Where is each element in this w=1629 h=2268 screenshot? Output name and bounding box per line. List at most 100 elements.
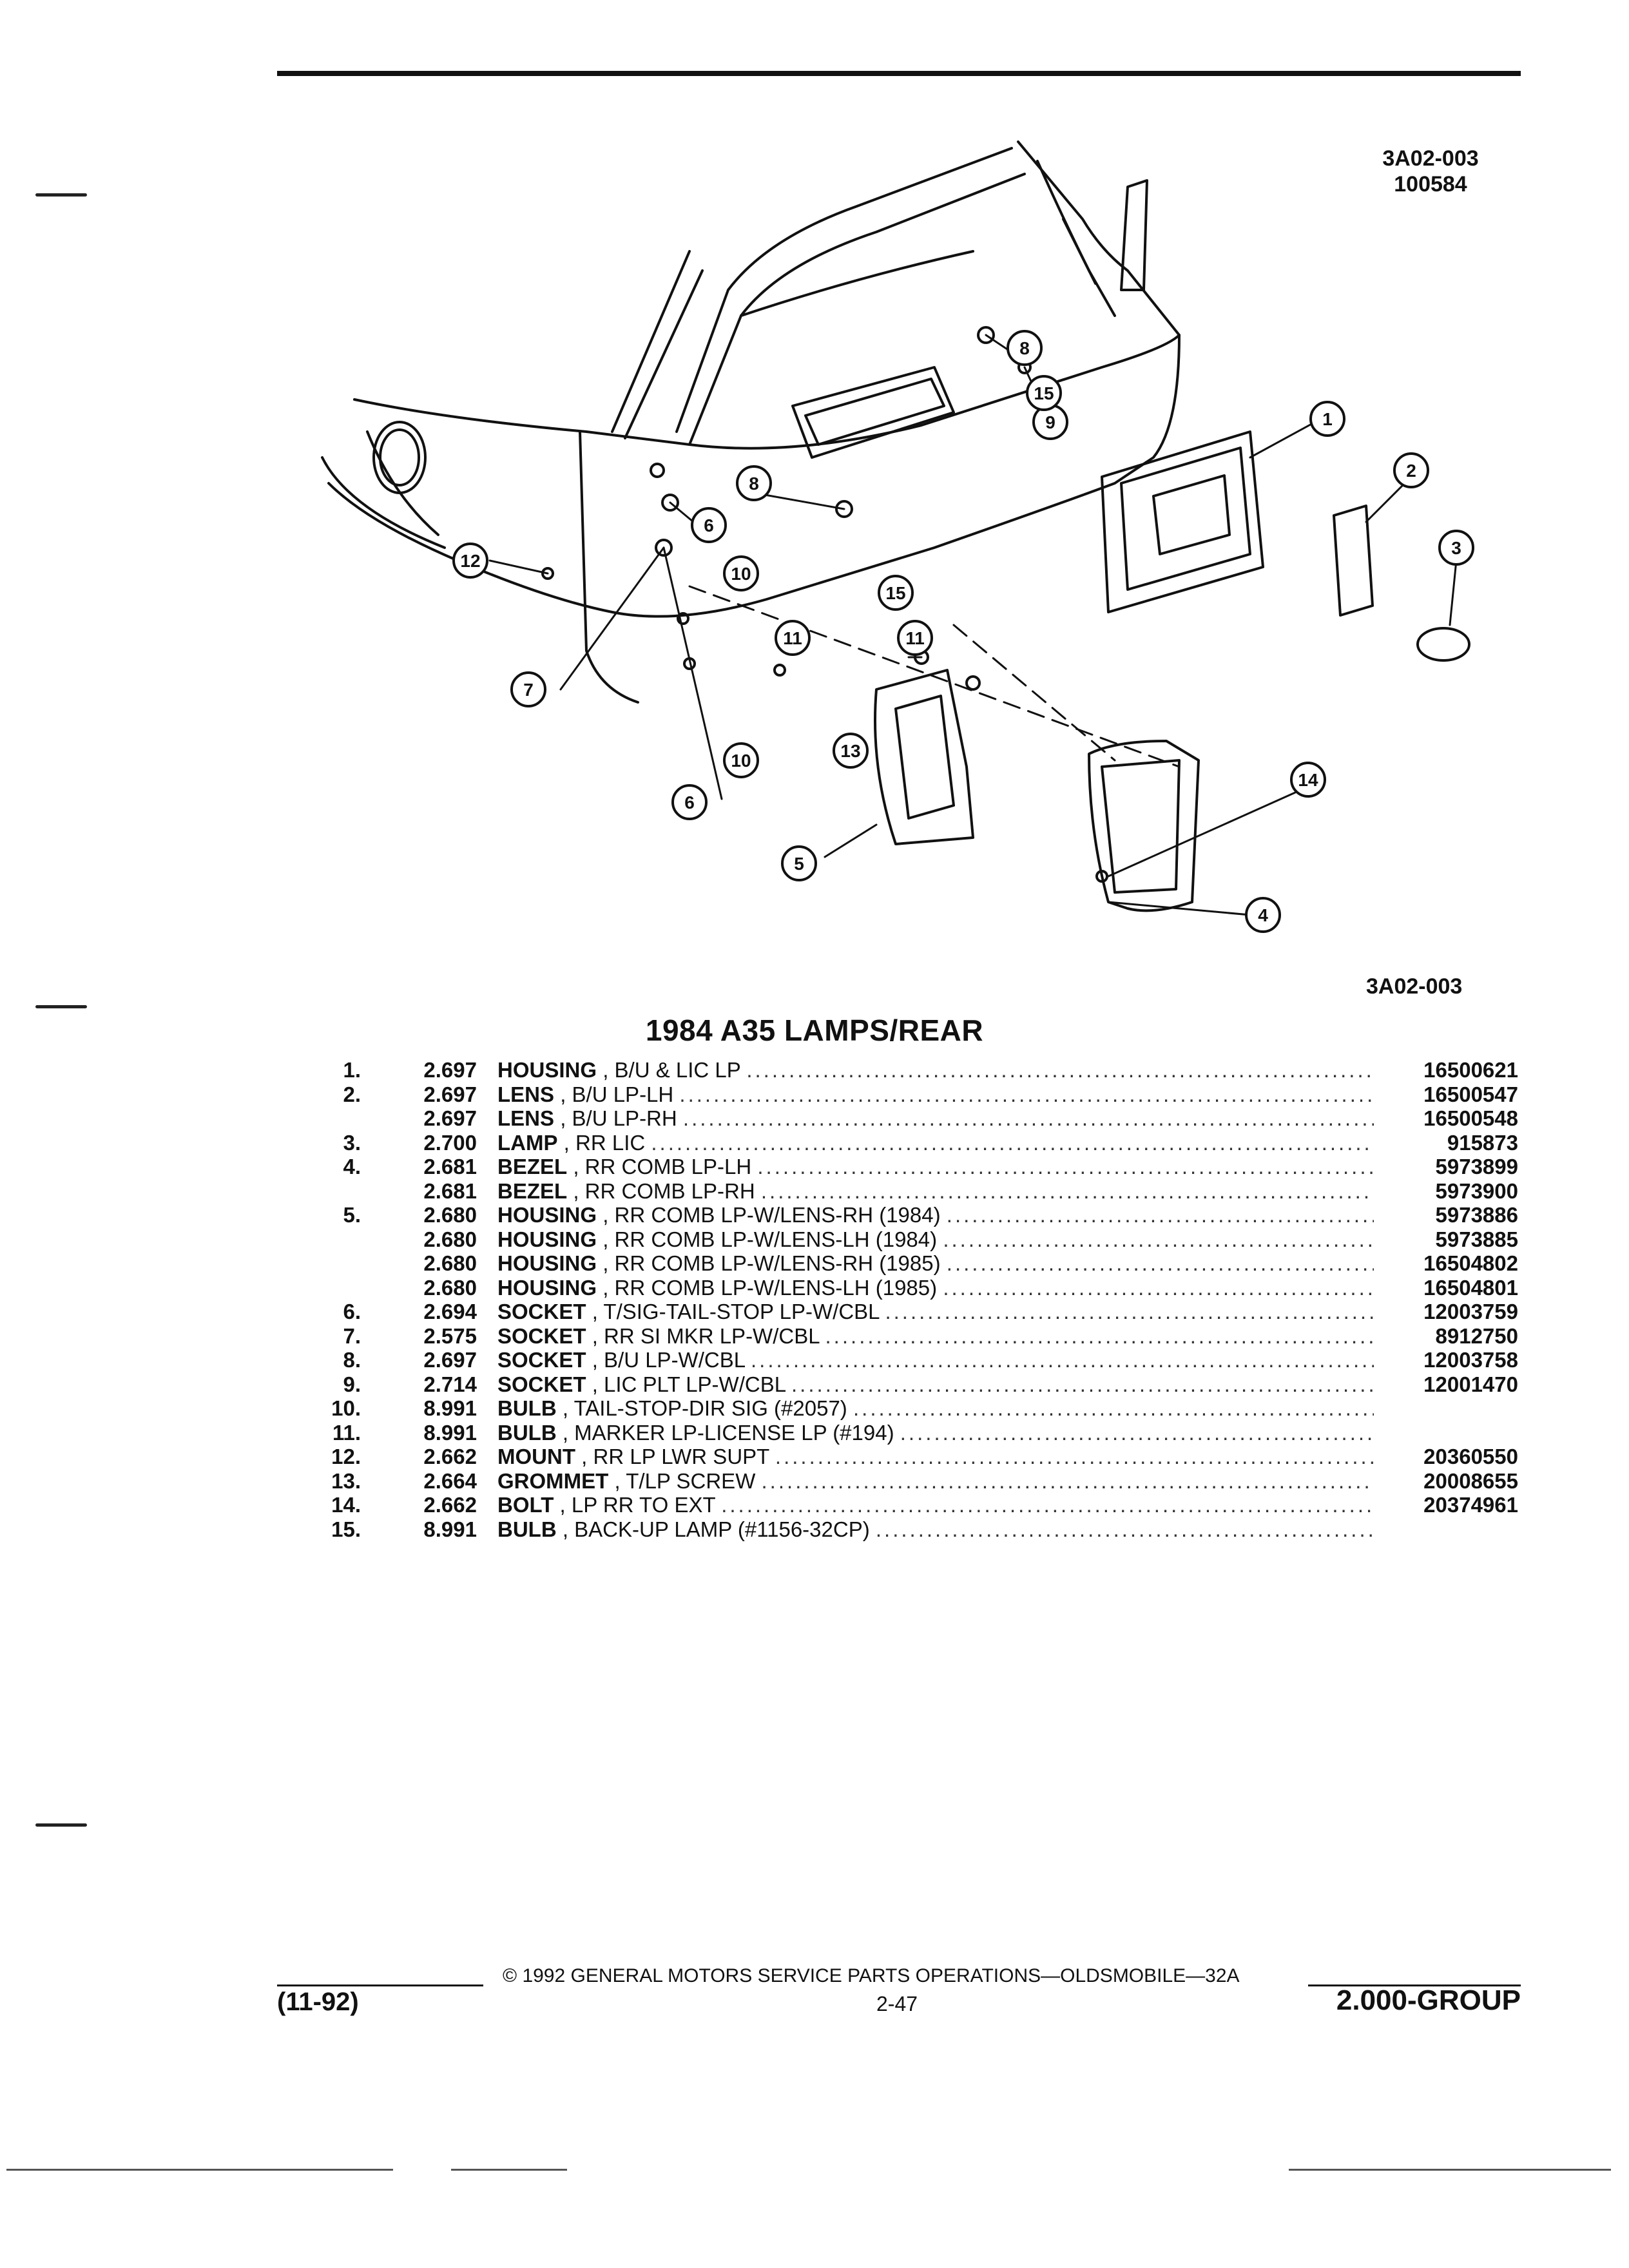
group-code: 2.694 — [423, 1300, 477, 1323]
part-name: SOCKET — [497, 1323, 586, 1348]
part-number: 20008655 — [1423, 1468, 1518, 1493]
part-detail: , RR SI MKR LP-W/CBL — [592, 1323, 820, 1348]
part-number: 915873 — [1447, 1130, 1518, 1155]
parts-row: 2.680 HOUSING , RR COMB LP-W/LENS-LH (198… — [0, 1227, 1629, 1252]
part-detail: , T/LP SCREW — [614, 1468, 756, 1493]
part-description: LAMP , RR LIC ..........................… — [497, 1131, 1374, 1155]
callout-15b: 15 — [885, 583, 905, 603]
part-number-index: 10. — [331, 1396, 361, 1420]
part-name: BULB — [497, 1396, 557, 1420]
part-description: LENS , B/U LP-RH .......................… — [497, 1106, 1374, 1131]
callout-8b: 8 — [749, 474, 759, 494]
leader-dots: ........................................… — [875, 1517, 1374, 1541]
callout-11a: 11 — [783, 628, 802, 648]
part-name: SOCKET — [497, 1300, 586, 1323]
footer-group: 2.000-GROUP — [1336, 1984, 1521, 2016]
part-number-index: 14. — [331, 1493, 361, 1517]
callout-2: 2 — [1406, 461, 1416, 481]
part-detail: , B/U LP-LH — [560, 1082, 674, 1106]
group-code: 8.991 — [423, 1420, 477, 1445]
callout-1: 1 — [1322, 409, 1333, 429]
leader-dots: ........................................… — [760, 1178, 1374, 1203]
diagram-svg: 1 2 3 4 5 6 6 7 8 8 9 10 10 11 11 12 13 … — [321, 140, 1474, 933]
part-description: BOLT , LP RR TO EXT ....................… — [497, 1493, 1374, 1517]
callout-10b: 10 — [731, 751, 751, 771]
part-description: HOUSING , RR COMB LP-W/LENS-LH (1984) ..… — [497, 1227, 1374, 1252]
part-detail: , B/U & LIC LP — [602, 1058, 741, 1082]
part-description: HOUSING , RR COMB LP-W/LENS-LH (1985) ..… — [497, 1276, 1374, 1300]
part-detail: , RR COMB LP-W/LENS-LH (1985) — [602, 1275, 938, 1300]
part-number-index: 13. — [331, 1468, 361, 1493]
header-ref: 3A02-003 100584 — [1353, 146, 1508, 197]
part-detail: , B/U LP-W/CBL — [592, 1348, 745, 1372]
parts-row: 9. 2.714 SOCKET , LIC PLT LP-W/CBL .......… — [0, 1372, 1629, 1397]
group-code: 2.681 — [423, 1155, 477, 1178]
group-code: 2.680 — [423, 1227, 477, 1251]
part-description: HOUSING , B/U & LIC LP .................… — [497, 1058, 1374, 1082]
part-number: 20360550 — [1423, 1445, 1518, 1468]
hole-punch-mark — [35, 1005, 87, 1008]
hole-punch-mark — [35, 193, 87, 197]
section-title: 1984 A35 LAMPS/REAR — [645, 1014, 984, 1047]
leader-dots: ........................................… — [682, 1106, 1374, 1130]
callout-7: 7 — [523, 680, 534, 700]
part-description: GROMMET , T/LP SCREW ...................… — [497, 1469, 1374, 1494]
part-name: LAMP — [497, 1130, 558, 1155]
part-number: 5973899 — [1435, 1155, 1518, 1178]
part-name: LENS — [497, 1082, 555, 1106]
exploded-diagram: 1 2 3 4 5 6 6 7 8 8 9 10 10 11 11 12 13 … — [277, 122, 1521, 960]
part-description: BULB , BACK-UP LAMP (#1156-32CP) .......… — [497, 1517, 1374, 1542]
group-code: 2.680 — [423, 1251, 477, 1275]
part-description: SOCKET , LIC PLT LP-W/CBL ..............… — [497, 1372, 1374, 1397]
group-code: 2.700 — [423, 1130, 477, 1155]
group-code: 2.681 — [423, 1178, 477, 1203]
part-number: 16504802 — [1423, 1251, 1518, 1275]
part-description: BULB , MARKER LP-LICENSE LP (#194) .....… — [497, 1421, 1374, 1445]
part-name: MOUNT — [497, 1445, 575, 1468]
part-number-index: 6. — [343, 1300, 361, 1323]
part-number-index: 9. — [343, 1372, 361, 1396]
part-name: HOUSING — [497, 1227, 597, 1251]
part-number: 5973900 — [1435, 1178, 1518, 1203]
part-number-index: 3. — [343, 1130, 361, 1155]
group-code: 2.697 — [423, 1058, 477, 1082]
header-ref-date: 100584 — [1394, 172, 1467, 197]
part-detail: , RR COMB LP-W/LENS-RH (1984) — [602, 1203, 941, 1227]
part-number: 5973885 — [1435, 1227, 1518, 1251]
scan-edge-line — [6, 2169, 393, 2171]
leader-dots: ........................................… — [746, 1058, 1374, 1082]
callout-9: 9 — [1045, 412, 1055, 432]
top-rule — [277, 71, 1521, 76]
callout-11b: 11 — [905, 628, 925, 648]
part-name: HOUSING — [497, 1275, 597, 1300]
part-detail: , RR COMB LP-LH — [573, 1155, 752, 1178]
group-code: 2.714 — [423, 1372, 477, 1396]
scan-edge-line — [1289, 2169, 1611, 2171]
part-number-index: 1. — [343, 1058, 361, 1082]
part-description: MOUNT , RR LP LWR SUPT .................… — [497, 1445, 1374, 1469]
leader-dots: ........................................… — [900, 1420, 1374, 1445]
part-name: BULB — [497, 1517, 557, 1541]
part-detail: , TAIL-STOP-DIR SIG (#2057) — [562, 1396, 847, 1420]
part-detail: , RR COMB LP-W/LENS-LH (1984) — [602, 1227, 938, 1251]
footer-rule-left — [277, 1984, 483, 1986]
leader-dots: ........................................… — [751, 1348, 1374, 1372]
part-number: 12001470 — [1423, 1372, 1518, 1396]
part-name: GROMMET — [497, 1468, 609, 1493]
leader-dots: ........................................… — [853, 1396, 1374, 1420]
leader-dots: ........................................… — [757, 1155, 1374, 1178]
leader-dots: ........................................… — [651, 1130, 1374, 1155]
diagram-ref-code: 3A02-003 — [1366, 974, 1463, 999]
callout-3: 3 — [1451, 538, 1461, 558]
part-number: 16504801 — [1423, 1275, 1518, 1300]
